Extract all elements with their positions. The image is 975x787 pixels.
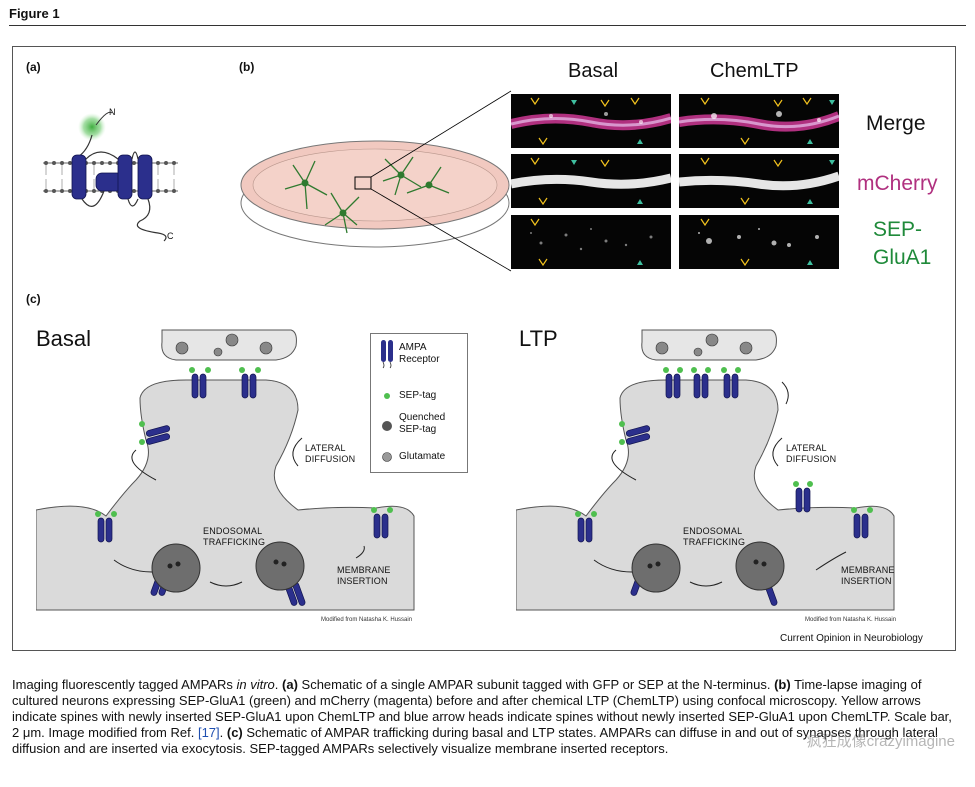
micro-sep-chemltp [679,215,839,269]
legend-glutamate: Glutamate [399,451,446,462]
receptor-icon [381,340,393,369]
journal-name: Current Opinion in Neurobiology [780,633,923,644]
basal-synapse-schematic [36,329,415,611]
figure-label: Figure 1 [9,6,60,21]
micro-mcherry-basal [511,154,671,208]
state-title-ltp: LTP [519,326,558,351]
ltp-lateral-diffusion-1: LATERAL [786,443,827,453]
figure-caption: Imaging fluorescently tagged AMPARs in v… [12,677,962,757]
basal-endosomal-1: ENDOSOMAL [203,526,263,536]
caption-b-label: (b) [774,677,791,692]
ltp-endosomal-1: ENDOSOMAL [683,526,743,536]
legend-quenched-2: SEP-tag [399,424,437,435]
row-label-merge: Merge [866,112,926,135]
micro-sep-basal [511,215,671,269]
header-rule [9,25,966,26]
culture-dish [240,90,512,272]
ltp-synapse-schematic [516,329,895,611]
ltp-endosomal-2: TRAFFICKING [683,537,746,547]
basal-endosomal-2: TRAFFICKING [203,537,266,547]
caption-t2: . [274,677,283,692]
caption-t1-italic: in vitro [236,677,275,692]
col-header-chemltp: ChemLTP [710,60,799,82]
caption-a-label: (a) [282,677,298,692]
panel-c-label: (c) [26,292,41,306]
caption-ref-link[interactable]: [17] [197,725,220,740]
legend-sep: SEP-tag [399,390,437,401]
legend-icons [381,340,393,462]
basal-membrane-insertion-1: MEMBRANE [337,565,391,575]
figure-frame [12,46,956,651]
legend-ampa-1: AMPA [399,342,427,353]
quenched-sep-icon [382,421,392,431]
panel-a-label: (a) [26,60,41,74]
micro-merge-chemltp [679,94,839,148]
basal-membrane-insertion-2: INSERTION [337,576,388,586]
c-terminus-label: C [167,231,174,241]
sep-tag-icon [384,393,390,399]
caption-t5: . [219,725,227,740]
micro-mcherry-chemltp [679,154,839,208]
basal-lateral-diffusion-1: LATERAL [305,443,346,453]
legend-ampa-2: Receptor [399,354,440,365]
row-label-sep-1: SEP- [873,218,923,241]
col-header-basal: Basal [568,60,619,82]
n-terminus-label: N [109,107,116,117]
caption-c-label: (c) [226,725,243,740]
ltp-membrane-insertion-1: MEMBRANE [841,565,895,575]
micro-merge-basal [511,94,671,148]
row-label-mcherry: mCherry [857,172,938,195]
row-label-sep-2: GluA1 [873,246,932,269]
basal-credit: Modified from Natasha K. Hussain [321,617,413,623]
ltp-membrane-insertion-2: INSERTION [841,576,892,586]
legend-quenched-1: Quenched [399,412,446,423]
ltp-credit: Modified from Natasha K. Hussain [805,617,897,623]
watermark: 疯狂成像crazyimagine [806,733,955,750]
caption-t1: Imaging fluorescently tagged AMPARs [12,677,237,692]
glutamate-icon [382,452,392,462]
legend-box: AMPA Receptor SEP-tag Quenched SEP-tag G… [370,333,468,473]
state-title-basal: Basal [36,326,92,351]
caption-t6: Schematic of AMPAR trafficking during ba… [12,725,938,756]
ltp-lateral-diffusion-2: DIFFUSION [786,454,837,464]
basal-lateral-diffusion-2: DIFFUSION [305,454,356,464]
caption-t3: Schematic of a single AMPAR subunit tagg… [297,677,775,692]
ampar-subunit-schematic [43,111,178,242]
caption-t4: Time-lapse imaging of cultured neurons e… [12,677,952,740]
panel-b-label: (b) [239,60,255,74]
